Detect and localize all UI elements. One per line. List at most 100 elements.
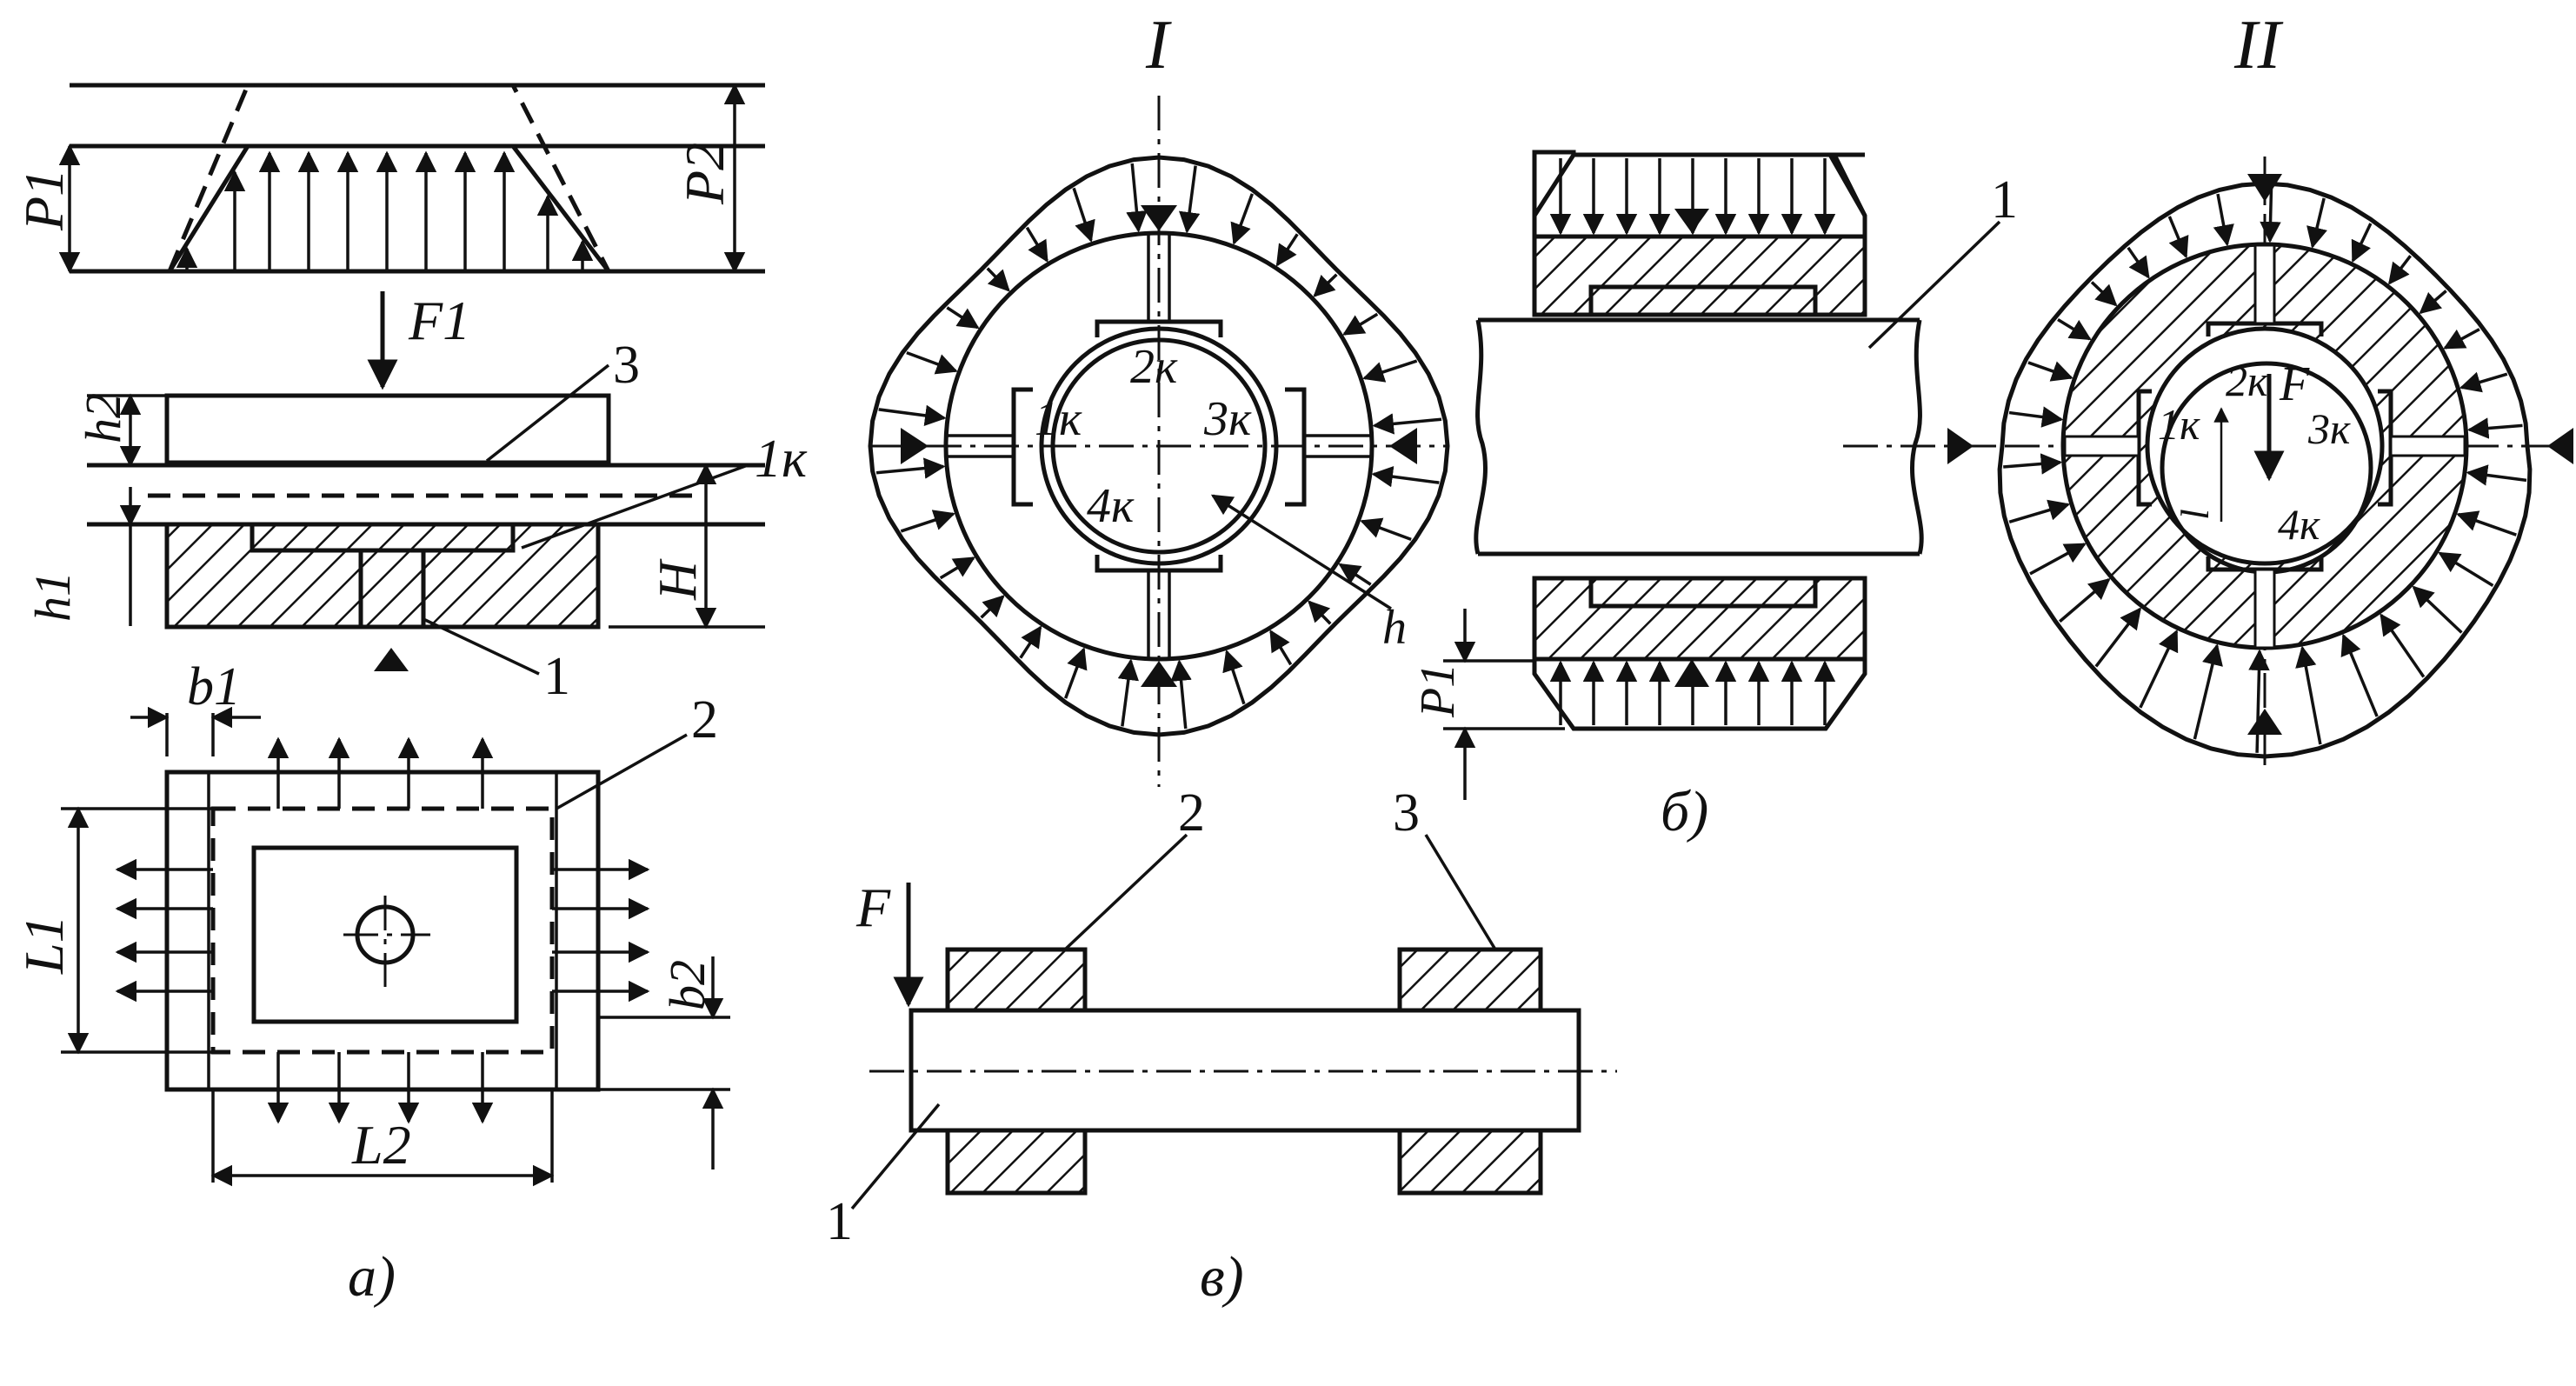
- caption-v: в): [1200, 1245, 1244, 1309]
- ring-I-arrow: [1126, 163, 1148, 233]
- ring-II-arrow: [2412, 585, 2463, 634]
- label-I-3k: 3к: [1203, 392, 1252, 446]
- ring-I-arrow: [1275, 233, 1299, 267]
- section-I-radial-bearing: I 2к 1к 3к 4к h: [868, 7, 1450, 787]
- plan-view-a: b1 2 L1 L2 b2: [13, 657, 730, 1187]
- ring-II-arrow: [2094, 607, 2141, 668]
- ring-II-arrow: [2260, 187, 2281, 243]
- label-part-3: 3: [613, 336, 640, 395]
- ring-I-arrow: [939, 556, 975, 580]
- label-II-1k: 1к: [2158, 400, 2200, 449]
- label-H: H: [649, 558, 708, 601]
- slide-part-3: [164, 393, 611, 465]
- ring-I-arrow: [1308, 600, 1332, 625]
- ring-II-arrow: [2456, 510, 2517, 536]
- ring-I-arrow: [1338, 563, 1372, 586]
- label-b-part-1: 1: [1991, 170, 2018, 230]
- ring-I-arrow: [986, 267, 1010, 292]
- label-part-1: 1: [543, 647, 570, 706]
- label-F1: F1: [408, 290, 470, 351]
- ring-I-arrow: [1313, 273, 1338, 297]
- bearing-part-2-top: [945, 947, 1088, 1013]
- bearing-part-3-bottom: [1397, 1128, 1543, 1196]
- label-v-part-2: 2: [1178, 783, 1205, 843]
- ring-I-arrow: [946, 306, 980, 330]
- bearing-part-3-top: [1397, 947, 1543, 1013]
- ring-II-arrow: [2057, 317, 2092, 341]
- ring-II-arrow: [2306, 197, 2327, 249]
- ring-II-arrow: [2466, 464, 2527, 486]
- force-F1: F1: [367, 290, 470, 390]
- caption-b: б): [1661, 780, 1708, 843]
- label-II-2k: 2к: [2226, 356, 2268, 405]
- label-L1: L1: [13, 915, 75, 975]
- guide-part-1: [164, 522, 601, 630]
- ring-I-arrow: [1360, 517, 1412, 541]
- label-II-4k: 4к: [2278, 500, 2320, 549]
- ring-II-arrow: [2340, 633, 2379, 717]
- bearing-part-2-bottom: [945, 1128, 1088, 1196]
- ring-II-arrow: [2443, 328, 2480, 350]
- label-P1: P1: [13, 169, 75, 231]
- ring-II-arrow: [2027, 361, 2073, 382]
- ring-I-arrow: [1064, 647, 1088, 699]
- ring-I-arrow: [906, 351, 958, 375]
- ring-I-arrow: [1230, 193, 1254, 245]
- label-I-h: h: [1382, 601, 1407, 655]
- label-II-3k: 3к: [2307, 404, 2351, 453]
- ring-I-arrow: [1269, 630, 1293, 666]
- label-b1: b1: [187, 657, 241, 716]
- ring-II-arrow: [2003, 453, 2063, 475]
- label-P2: P2: [674, 143, 736, 205]
- ring-II-arrow: [2419, 290, 2447, 315]
- ring-I-arrow: [1117, 658, 1140, 727]
- ring-I-arrow: [1222, 650, 1246, 705]
- ring-II-arrow: [2213, 193, 2234, 247]
- flow-arrows-plan: [115, 736, 650, 1124]
- label-v-part-3: 3: [1393, 783, 1420, 843]
- section-label-II: II: [2233, 7, 2284, 83]
- section-II-radial-bearing-loaded: II F 2к 1к 3к 4к l: [1947, 7, 2573, 765]
- ring-I-arrow: [1178, 165, 1201, 234]
- view-b-longitudinal-section: 1 P1 б): [1411, 150, 2018, 843]
- ring-II-arrow: [2167, 216, 2189, 259]
- view-v-shaft-assembly: F 2 3 1 в): [826, 783, 1617, 1309]
- label-I-2k: 2к: [1130, 340, 1178, 394]
- label-II-e: l: [2173, 509, 2217, 520]
- view-a-flat-bearing: P1 P2 F1 3 1 1к h2 h1: [13, 83, 808, 1309]
- ring-I-arrow: [1072, 187, 1095, 243]
- ring-II-arrow: [2388, 255, 2412, 285]
- ring-II-envelope: [1997, 181, 2533, 759]
- ring-II-arrow: [2459, 371, 2508, 393]
- ring-II-arrow: [2139, 629, 2179, 709]
- ring-II-arrow: [2029, 543, 2087, 576]
- label-v-part-1: 1: [826, 1192, 853, 1251]
- ring-II-arrow: [2438, 551, 2494, 588]
- ring-II-arrow: [2380, 613, 2426, 678]
- ring-II-arrow: [2466, 417, 2523, 439]
- ring-II-arrow: [2008, 406, 2064, 428]
- ring-II-arrow: [2193, 643, 2223, 740]
- pressure-arrows-p1: [176, 150, 594, 271]
- caption-a: а): [348, 1245, 396, 1309]
- label-h2: h2: [75, 393, 131, 443]
- ring-II-arrow: [2090, 281, 2118, 307]
- pressure-ring-I: [868, 155, 1450, 737]
- ring-I-arrow: [1019, 625, 1042, 659]
- ring-I-arrow: [900, 510, 955, 533]
- ring-II-arrow: [2295, 645, 2322, 745]
- label-I-4k: 4к: [1087, 479, 1135, 533]
- ring-I-arrow: [1372, 413, 1442, 435]
- label-L2: L2: [351, 1114, 411, 1176]
- ring-I-arrow: [875, 457, 946, 479]
- pressure-ring-II: [1997, 181, 2533, 759]
- ring-I-arrow: [980, 595, 1005, 619]
- ring-I-arrow: [1170, 659, 1192, 730]
- label-v-F: F: [855, 876, 891, 938]
- ring-I-arrow: [1342, 312, 1379, 336]
- pressure-arrows-top: [1549, 158, 1836, 236]
- ring-I-arrow: [1025, 226, 1048, 263]
- ring-I-envelope: [868, 155, 1450, 737]
- label-h1: h1: [24, 571, 81, 622]
- label-pocket-1k: 1к: [755, 430, 808, 489]
